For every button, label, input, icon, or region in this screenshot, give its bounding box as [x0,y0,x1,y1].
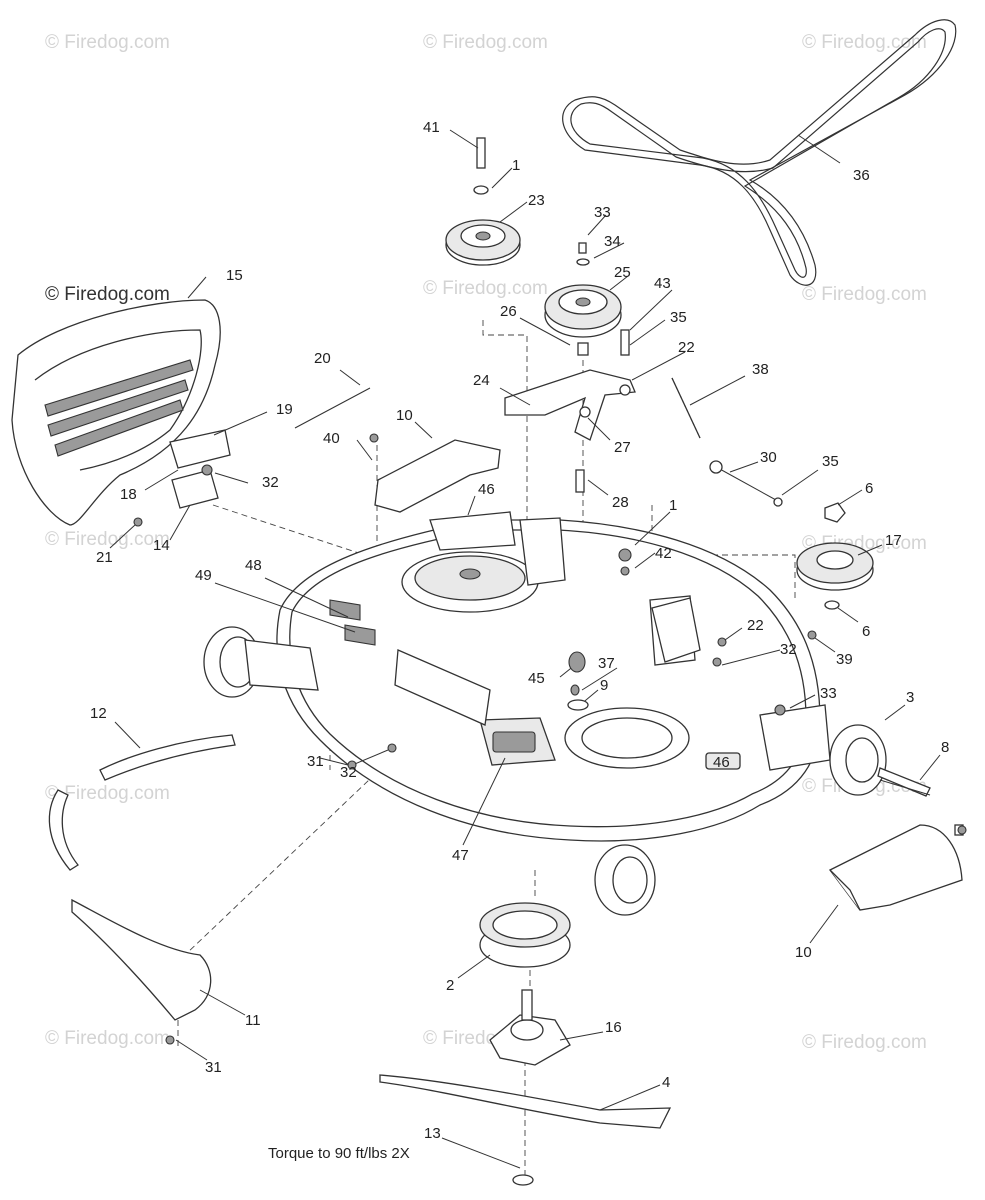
watermark: © Firedog.com [802,1032,927,1053]
callout-30: 30 [760,449,777,466]
callout-38: 38 [752,361,769,378]
gauge-wheel-front [594,844,656,916]
callout-6: 6 [865,480,873,497]
callout-8: 9 [600,677,608,694]
gauge-wheel-left [203,626,319,698]
bracket-22 [651,597,701,663]
callout-24: 23 [528,192,545,209]
callout-9: 10 [396,407,413,424]
callout-17: 17 [885,532,902,549]
callout-27: 26 [500,303,517,320]
callout-20: 20 [314,350,331,367]
callout-10: 10 [795,944,812,961]
watermark-dark: © Firedog.com [45,284,170,305]
watermark: © Firedog.com [802,32,927,53]
callout-43: 43 [654,275,671,292]
callout-19: 19 [276,401,293,418]
callout-37: 37 [598,655,615,672]
callout-leaders [109,129,941,1169]
callout-32c: 32 [340,764,357,781]
mulch-plug-bracket-19 [169,387,371,509]
callout-33: 33 [594,204,611,221]
mower-deck-housing: 46 [276,511,831,842]
deflector-12 [48,734,236,871]
bracket-9 [374,439,501,513]
idler-pulley-24 [445,137,521,266]
watermark: © Firedog.com [45,1028,170,1049]
callout-36: 36 [853,167,870,184]
callout-21: 21 [96,549,113,566]
deck-size-badge: 46 [713,754,730,771]
pulley-17 [796,502,874,610]
callout-4: 4 [662,1074,670,1091]
watermark: © Firedog.com [45,32,170,53]
callout-31b: 31 [205,1059,222,1076]
watermark: © Firedog.com [45,529,170,550]
spindle-16 [489,989,571,1066]
callout-32b: 32 [780,641,797,658]
callout-22: 22 [747,617,764,634]
callout-3: 3 [906,689,914,706]
callout-1b: 1 [669,497,677,514]
callout-13: 13 [424,1125,441,1142]
blade-4 [379,1074,672,1186]
watermark: © Firedog.com [423,32,548,53]
callout-15: 15 [226,267,243,284]
callout-14: 14 [153,537,170,554]
callout-45: 45 [528,670,545,687]
idler-pulley-26 [544,242,622,356]
callout-1: 1 [512,157,520,174]
callout-39: 39 [836,651,853,668]
callout-35b: 35 [822,453,839,470]
callout-labels: 41 1 23 33 34 25 43 26 35 22 36 38 24 27… [90,119,949,1142]
callout-34: 34 [604,233,621,250]
drive-belt [562,19,957,286]
callout-35: 35 [670,309,687,326]
guard-11 [71,898,212,1021]
callout-40: 40 [323,430,340,447]
watermark: © Firedog.com [45,783,170,804]
callout-48: 48 [245,557,262,574]
callout-5: 6 [862,623,870,640]
hardware [133,433,967,1045]
callout-7: 8 [941,739,949,756]
callout-32: 32 [262,474,279,491]
callout-2: 2 [446,977,454,994]
callout-18: 18 [120,486,137,503]
gauge-wheel-3 [829,724,931,797]
watermark: © Firedog.com [802,284,927,305]
callout-41: 41 [423,119,440,136]
rod-30 [709,460,783,507]
callout-12: 12 [90,705,107,722]
callout-11: 11 [245,1012,261,1029]
mulch-cover-15 [11,299,221,526]
torque-note: Torque to 90 ft/lbs 2X [268,1145,410,1162]
callout-42: 42 [655,545,672,562]
callout-47: 47 [452,847,469,864]
discharge-chute-10 [829,824,964,911]
callout-25: 24 [473,372,490,389]
callout-16: 16 [605,1019,622,1036]
shoulder-bolt-7 [879,779,931,796]
idler-arm-25 [504,329,636,493]
callout-26: 25 [614,264,631,281]
bearing-2 [479,902,571,968]
spring-38 [671,377,701,439]
callout-49: 49 [195,567,212,584]
callout-29: 28 [612,494,629,511]
callout-28: 27 [614,439,631,456]
callout-23: 22 [678,339,695,356]
callout-33b: 33 [820,685,837,702]
watermark: © Firedog.com [423,278,548,299]
callout-31: 31 [307,753,324,770]
callout-46: 46 [478,481,495,498]
